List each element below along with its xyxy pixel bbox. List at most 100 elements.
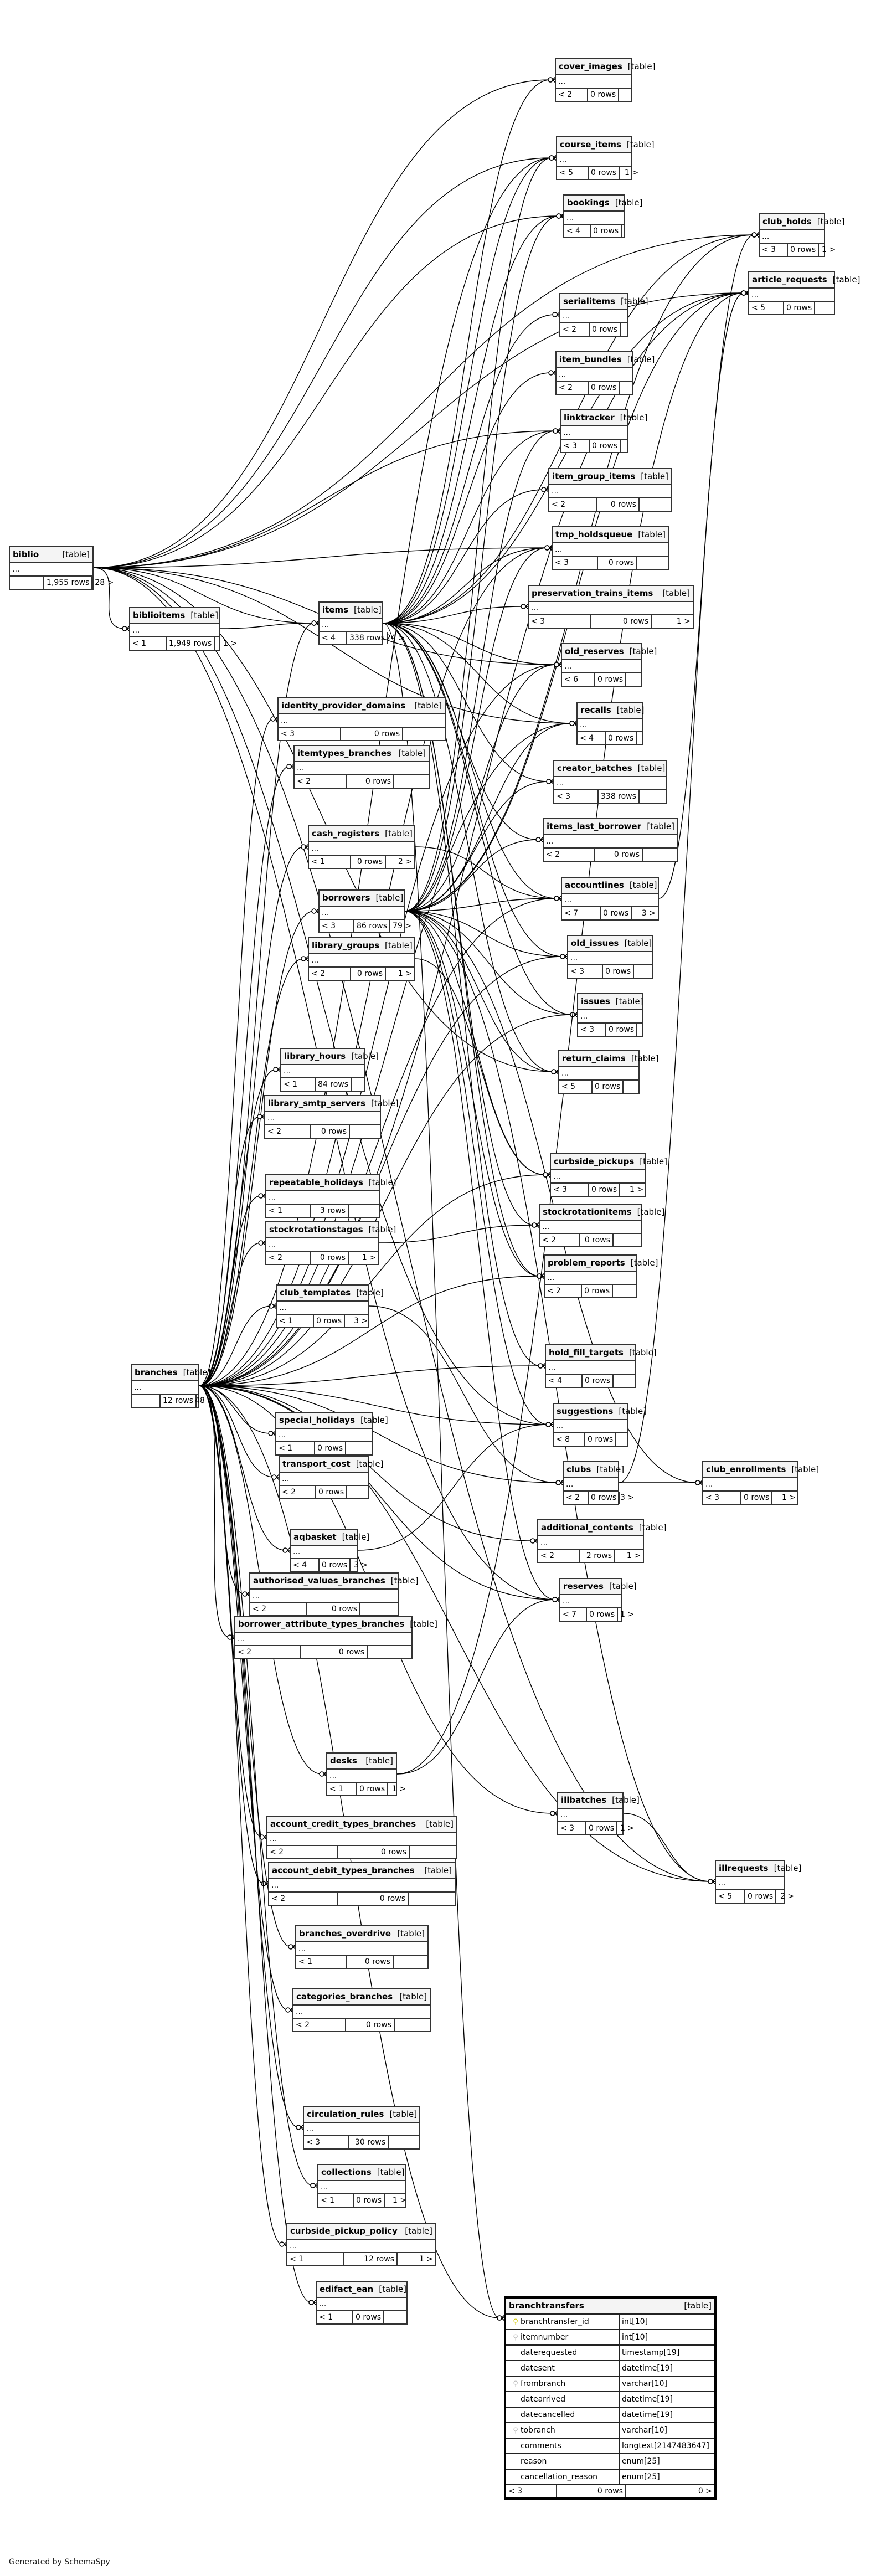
children-count[interactable] [347,1486,372,1498]
children-count[interactable] [637,732,656,744]
parents-count[interactable]: < 1 [130,637,167,650]
parents-count[interactable]: < 1 [277,1315,314,1327]
parents-count[interactable]: < 7 [560,1608,587,1621]
parents-count[interactable]: < 3 [551,1184,589,1196]
children-count[interactable]: 1 > [362,1253,376,1262]
table-name[interactable]: library_groups [312,940,379,950]
children-count[interactable] [614,1375,638,1387]
children-count[interactable] [346,1442,372,1454]
children-count[interactable] [626,673,648,686]
children-count[interactable]: 28 > [95,578,114,587]
parents-count[interactable]: < 4 [291,1559,320,1571]
children-count[interactable]: 1 > [676,617,691,626]
children-count[interactable] [350,1125,380,1138]
table-name[interactable]: additional_contents [541,1523,633,1533]
children-count[interactable]: 1 > [822,245,836,254]
table-name[interactable]: desks [330,1756,357,1766]
table-name[interactable]: repeatable_holidays [269,1178,363,1187]
table-name[interactable]: library_smtp_servers [268,1098,365,1108]
parents-count[interactable]: < 2 [556,89,588,101]
table-name[interactable]: item_bundles [559,354,622,364]
parents-count[interactable]: < 3 [304,2136,349,2148]
children-count[interactable] [640,790,669,803]
children-count[interactable] [394,775,429,788]
children-count[interactable]: 3 > [620,1493,635,1502]
parents-count[interactable]: < 1 [287,2253,344,2265]
parents-count[interactable]: < 2 [309,968,351,980]
parents-count[interactable]: < 2 [560,323,590,336]
children-count[interactable]: 1 > [620,1824,635,1833]
table-name[interactable]: cover_images [559,61,622,71]
table-name[interactable]: stockrotationitems [543,1207,632,1217]
table-name[interactable]: tmp_holdsqueue [555,529,633,539]
table-name[interactable]: club_holds [762,217,812,227]
table-name[interactable]: curbside_pickup_policy [290,2226,398,2236]
table-name[interactable]: circulation_rules [307,2109,384,2119]
parents-count[interactable]: < 3 [568,965,603,978]
children-count[interactable]: 1 > [625,168,639,177]
table-name[interactable]: problem_reports [548,1258,625,1268]
parents-count[interactable]: < 3 [703,1492,741,1504]
table-name[interactable]: itemtypes_branches [297,748,392,758]
parents-count[interactable]: < 3 [578,1024,606,1036]
table-name[interactable]: aqbasket [293,1532,337,1542]
children-count[interactable]: 0 > [698,2487,712,2496]
children-count[interactable]: 2 > [398,857,412,866]
parents-count[interactable]: < 1 [318,2194,354,2207]
children-count[interactable]: 79 > [393,922,412,930]
parents-count[interactable]: < 3 [553,557,598,569]
table-name[interactable]: course_items [560,140,621,150]
parents-count[interactable]: < 1 [266,1205,311,1217]
parents-count[interactable]: < 5 [716,1890,745,1903]
children-count[interactable] [620,382,641,394]
table-name[interactable]: library_hours [284,1051,346,1061]
parents-count[interactable]: < 3 [320,920,354,932]
parents-count[interactable]: < 3 [760,244,788,256]
children-count[interactable] [409,1893,455,1905]
table-name[interactable]: return_claims [562,1053,626,1063]
children-count[interactable] [621,440,640,452]
table-name[interactable]: issues [581,996,610,1006]
parents-count[interactable]: < 2 [265,1125,311,1138]
children-count[interactable] [622,225,640,237]
table-name[interactable]: reserves [563,1581,604,1591]
table-name[interactable]: biblioitems [133,610,186,620]
table-name[interactable]: serialitems [563,296,615,306]
table-name[interactable]: cash_registers [312,829,380,839]
table-name[interactable]: categories_branches [296,1992,393,2002]
table-name[interactable]: linktracker [564,413,615,423]
table-name[interactable]: old_issues [571,938,619,948]
table-name[interactable]: clubs [566,1464,591,1474]
table-account_credit_types_branches[interactable]: account_credit_types_branches[table]...<… [266,1816,457,1859]
table-name[interactable]: transport_cost [282,1459,351,1469]
children-count[interactable] [403,728,445,740]
parents-count[interactable]: < 2 [267,1846,338,1858]
children-count[interactable] [619,89,641,101]
